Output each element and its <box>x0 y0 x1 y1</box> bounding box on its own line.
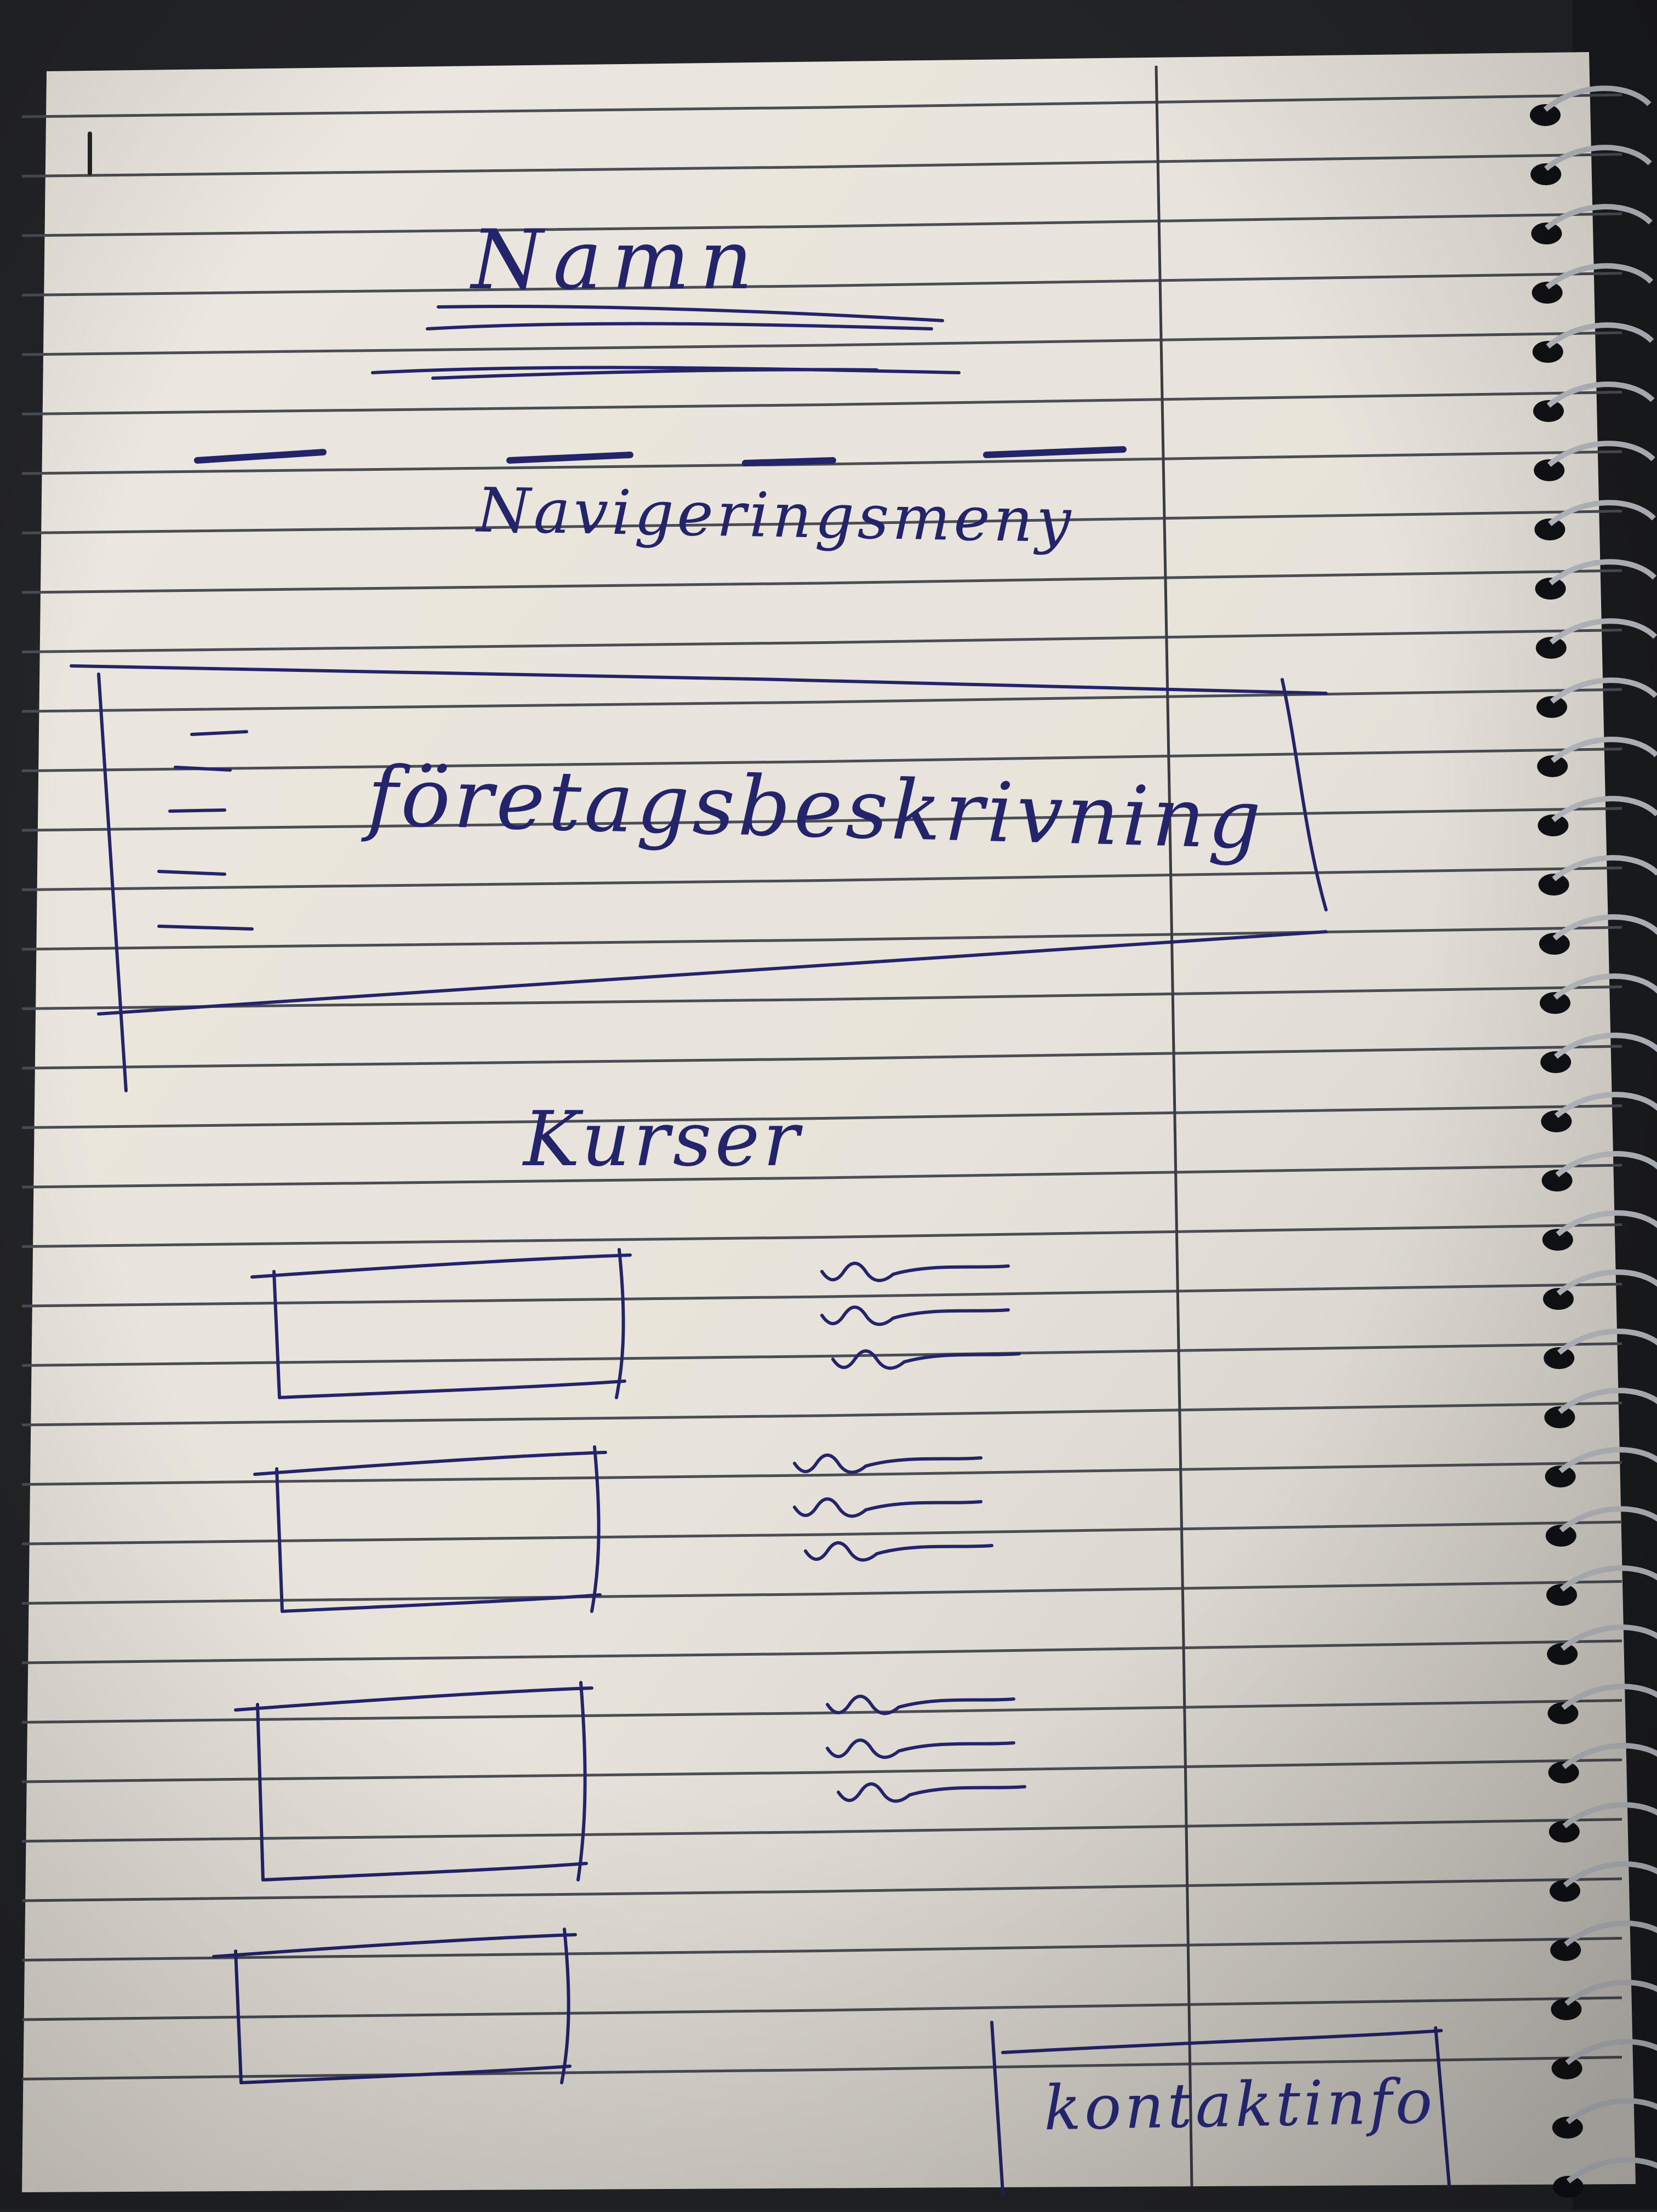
courses-heading: Kurser <box>523 1095 803 1183</box>
header-title: Namn <box>471 213 763 308</box>
nav-menu-label: Navigeringsmeny <box>476 475 1075 557</box>
company-description-label: företagsbeskrivning <box>366 749 1266 868</box>
pen-mark <box>88 132 92 175</box>
contact-info-label: kontaktinfo <box>1043 2066 1437 2145</box>
